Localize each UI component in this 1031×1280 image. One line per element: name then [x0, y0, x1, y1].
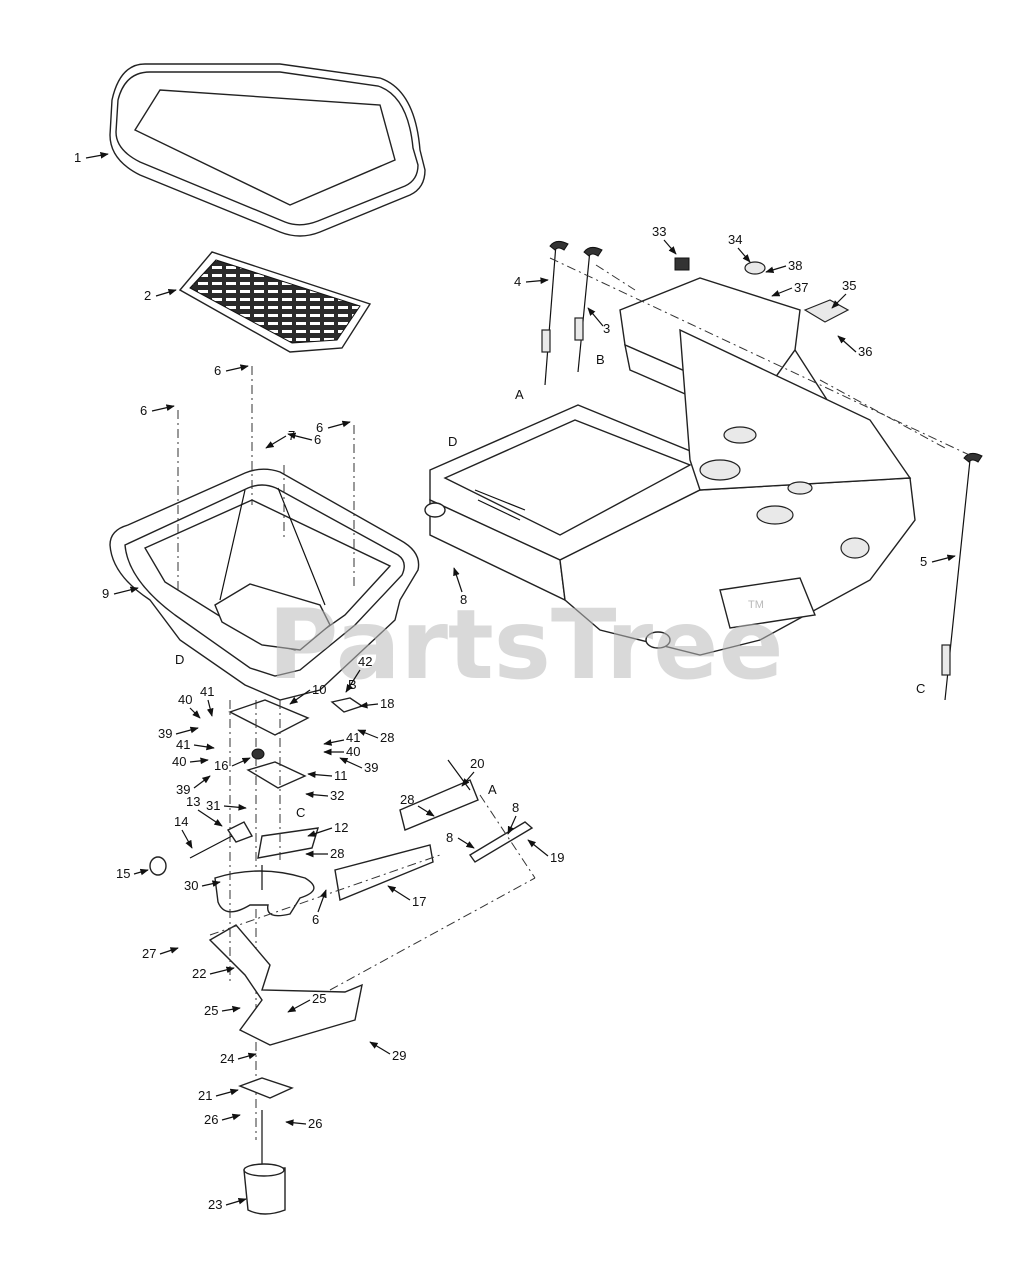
callout-40b: 40: [346, 744, 360, 759]
ref-letter-c-gate: C: [296, 805, 305, 820]
callout-8a: 8: [460, 592, 467, 607]
callout-40c: 40: [172, 754, 186, 769]
callout-17: 17: [412, 894, 426, 909]
callout-41a: 41: [200, 684, 214, 699]
control-cable-part: [541, 240, 603, 386]
gate-assembly-part: [149, 697, 364, 1140]
ref-letter-b-gate: B: [348, 677, 357, 692]
callout-22: 22: [192, 966, 206, 981]
callout-11: 11: [334, 768, 348, 783]
callout-28b: 28: [400, 792, 414, 807]
ref-letter-d-frame: D: [448, 434, 457, 449]
callout-32: 32: [330, 788, 344, 803]
callout-38: 38: [788, 258, 802, 273]
callout-23: 23: [208, 1197, 222, 1212]
callout-4: 4: [514, 274, 521, 289]
callout-42: 42: [358, 654, 372, 669]
callout-16: 16: [214, 758, 228, 773]
callout-19: 19: [550, 850, 564, 865]
hopper-cover-part: [109, 63, 426, 237]
callout-3: 3: [603, 321, 610, 336]
ref-letter-a-linkage: A: [488, 782, 497, 797]
linkage-part: [334, 759, 534, 901]
callout-14: 14: [174, 814, 188, 829]
callout-8b: 8: [446, 830, 453, 845]
watermark-text: PartsTree: [268, 589, 783, 701]
callout-9: 9: [102, 586, 109, 601]
callout-37: 37: [794, 280, 808, 295]
callout-21: 21: [198, 1088, 212, 1103]
callout-1: 1: [74, 150, 81, 165]
callout-6b: 6: [140, 403, 147, 418]
reference-letters: A A B B C C D D: [175, 352, 925, 820]
callout-8c: 8: [512, 800, 519, 815]
callout-30: 30: [184, 878, 198, 893]
callout-31: 31: [206, 798, 220, 813]
callout-28a: 28: [380, 730, 394, 745]
callout-27: 27: [142, 946, 156, 961]
callout-10: 10: [312, 682, 326, 697]
callout-33: 33: [652, 224, 666, 239]
callout-41c: 41: [346, 730, 360, 745]
callout-6d: 6: [314, 432, 321, 447]
callout-25b: 25: [312, 991, 326, 1006]
ref-letter-b-cable: B: [596, 352, 605, 367]
hopper-part: [109, 468, 420, 701]
callout-7: 7: [288, 428, 295, 443]
watermark-trademark: TM: [748, 599, 764, 611]
callout-26a: 26: [204, 1112, 218, 1127]
callout-15: 15: [116, 866, 130, 881]
callout-20: 20: [470, 756, 484, 771]
callout-40a: 40: [178, 692, 192, 707]
callout-39b: 39: [364, 760, 378, 775]
callout-5: 5: [920, 554, 927, 569]
callout-35: 35: [842, 278, 856, 293]
ref-letter-c-cable: C: [916, 681, 925, 696]
callout-26b: 26: [308, 1116, 322, 1131]
callout-24: 24: [220, 1051, 234, 1066]
spinner-disc-part: [214, 865, 315, 917]
callout-13: 13: [186, 794, 200, 809]
callout-41b: 41: [176, 737, 190, 752]
callout-18: 18: [380, 696, 394, 711]
callout-12: 12: [334, 820, 348, 835]
callout-6a: 6: [214, 363, 221, 378]
callout-34: 34: [728, 232, 742, 247]
long-cable-part: [941, 452, 983, 701]
callout-39a: 39: [158, 726, 172, 741]
callout-6c: 6: [316, 420, 323, 435]
callout-2: 2: [144, 288, 151, 303]
spreader-bracket-part: [208, 700, 536, 1215]
mower-frame-part: [424, 328, 916, 656]
ref-letter-a-frame: A: [515, 387, 524, 402]
alignment-lines: [177, 257, 981, 590]
callout-28c: 28: [330, 846, 344, 861]
callout-labels: 1 2 3 4 5 6 6 6 6 6 7 8 8 8 9 10 11: [74, 150, 956, 1212]
callout-39c: 39: [176, 782, 190, 797]
callout-36: 36: [858, 344, 872, 359]
callout-6e: 6: [312, 912, 319, 927]
hopper-grate-part: [178, 251, 372, 353]
callout-29: 29: [392, 1048, 406, 1063]
ref-letter-d-hopper: D: [175, 652, 184, 667]
callout-25a: 25: [204, 1003, 218, 1018]
